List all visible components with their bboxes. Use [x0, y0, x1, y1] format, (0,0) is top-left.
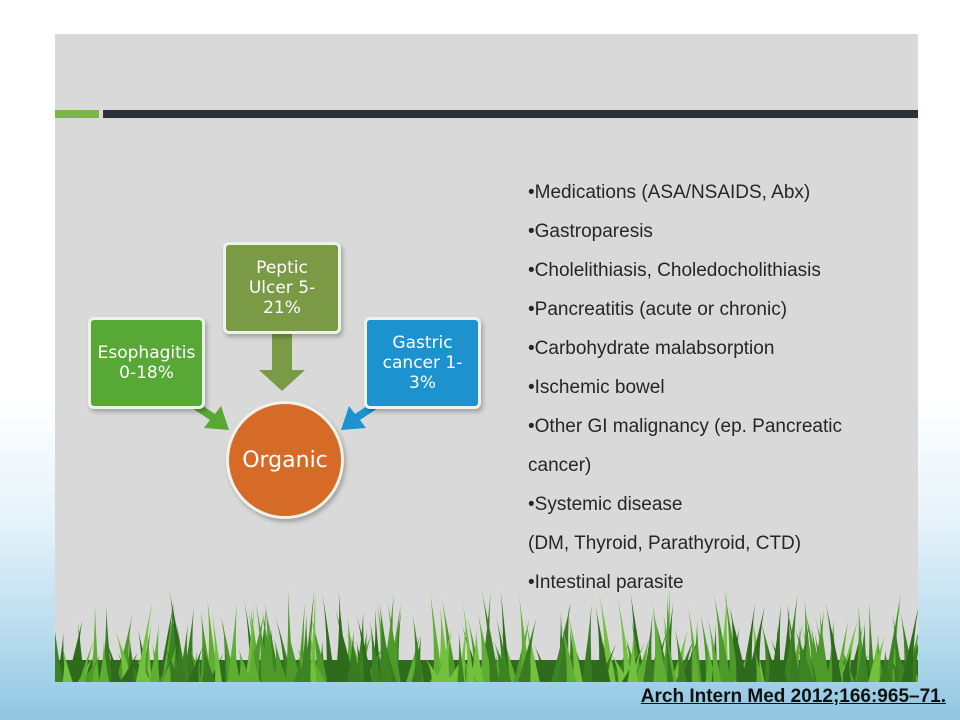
- peptic-ulcer-label: Peptic Ulcer 5- 21%: [248, 258, 316, 318]
- list-item: •Systemic disease: [528, 494, 683, 515]
- list-item: •Intestinal parasite: [528, 572, 684, 593]
- list-item: •Ischemic bowel: [528, 377, 665, 398]
- arrow-esophagitis: [192, 402, 229, 430]
- organic-circle: Organic: [226, 401, 344, 519]
- peptic-ulcer-box: Peptic Ulcer 5- 21%: [223, 242, 341, 334]
- list-item: •Cholelithiasis, Choledocholithiasis: [528, 260, 821, 281]
- arrow-peptic-ulcer: [259, 334, 305, 391]
- list-item: cancer): [528, 455, 592, 476]
- list-item: (DM, Thyroid, Parathyroid, CTD): [528, 533, 802, 554]
- list-item: •Gastroparesis: [528, 221, 653, 242]
- list-item: •Other GI malignancy (ep. Pancreatic: [528, 416, 842, 437]
- list-item: •Medications (ASA/NSAIDS, Abx): [528, 182, 811, 203]
- gastric-cancer-box: Gastric cancer 1- 3%: [364, 317, 481, 409]
- organic-label: Organic: [242, 447, 328, 473]
- esophagitis-label: Esophagitis 0-18%: [97, 343, 196, 383]
- cause-list: •Medications (ASA/NSAIDS, Abx) •Gastropa…: [528, 173, 908, 602]
- slide-panel: Esophagitis 0-18% Peptic Ulcer 5- 21% Ga…: [55, 34, 918, 682]
- title-rule: [103, 110, 918, 118]
- diagram-arrows: [192, 334, 378, 430]
- list-item: •Pancreatitis (acute or chronic): [528, 299, 788, 320]
- esophagitis-box: Esophagitis 0-18%: [88, 317, 205, 409]
- title-rule-accent: [55, 110, 99, 118]
- arrow-gastric-cancer: [341, 402, 378, 430]
- gastric-cancer-label: Gastric cancer 1- 3%: [382, 333, 463, 393]
- list-item: •Carbohydrate malabsorption: [528, 338, 775, 359]
- grass-decoration: [55, 587, 918, 682]
- citation: Arch Intern Med 2012;166:965–71.: [640, 686, 946, 707]
